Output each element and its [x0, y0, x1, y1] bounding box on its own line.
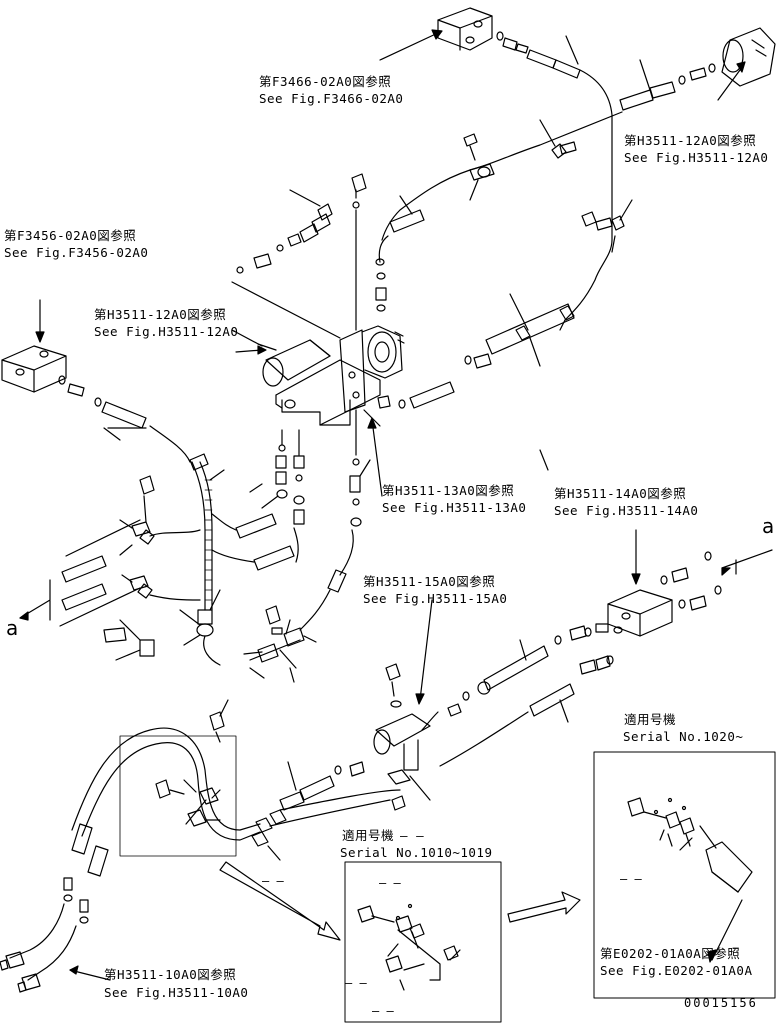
ref-label-h3511-14-en: See Fig.H3511-14A0 [554, 503, 698, 518]
marker-a-right: a [762, 514, 775, 538]
ref-label-h3511-10: 第H3511-10A0図参照 [104, 967, 236, 982]
ref-label-h3511-15: 第H3511-15A0図参照 [363, 574, 495, 589]
ref-label-h3511-13: 第H3511-13A0図参照 [382, 483, 514, 498]
ref-jp: 第H3511-15A0図参照 [363, 574, 496, 589]
ref-label-h3511-12-top: 第H3511-12A0図参照 [624, 133, 756, 148]
marker-a-left: a [6, 616, 19, 640]
valve-block-left [1, 345, 67, 393]
ref-label-h3511-10-en: See Fig.H3511-10A0 [104, 985, 248, 1000]
inset-serial-1010 [344, 861, 502, 1023]
valve-block-right [607, 589, 673, 637]
ref-jp: 第H3511-12A0図参照 [94, 307, 227, 322]
dash-mark: – – [372, 1004, 394, 1018]
ref-label-h3511-14: 第H3511-14A0図参照 [554, 486, 686, 501]
ref-jp: 第H3511-13A0図参照 [382, 483, 515, 498]
dash-mark: – – [262, 874, 284, 888]
ref-en: See Fig.H3511-15A0 [363, 591, 508, 606]
ref-label-e0202-en: See Fig.E0202-01A0A [600, 963, 753, 978]
ref-jp: 第H3511-10A0図参照 [104, 967, 237, 982]
ref-label-h3511-13-en: See Fig.H3511-13A0 [382, 500, 526, 515]
ref-jp: 第E0202-01A0A図参照 [600, 946, 741, 961]
serial-label-1-en: Serial No.1010~1019 [340, 845, 493, 860]
dash-mark: – – [620, 872, 642, 886]
ref-label-f3466-en: See Fig.F3466-02A0 [259, 91, 403, 106]
ref-en: See Fig.H3511-12A0 [94, 324, 239, 339]
dash-mark: – – [345, 976, 367, 990]
ref-en: See Fig.E0202-01A0A [600, 963, 753, 978]
ref-en: See Fig.F3456-02A0 [4, 245, 149, 260]
serial-label-2-jp: 適用号機 [624, 712, 676, 727]
dash-mark: – – [400, 828, 425, 843]
ref-en: See Fig.H3511-10A0 [104, 985, 249, 1000]
main-valve-assembly [262, 325, 405, 426]
ref-label-h3511-12-mid-en: See Fig.H3511-12A0 [94, 324, 238, 339]
ref-jp: 第H3511-14A0図参照 [554, 486, 687, 501]
ref-label-h3511-12-mid: 第H3511-12A0図参照 [94, 307, 226, 322]
ref-label-f3456-en: See Fig.F3456-02A0 [4, 245, 148, 260]
serial-jp: 適用号機 [624, 712, 677, 727]
ref-jp: 第F3466-02A0図参照 [259, 74, 392, 89]
serial-label-2-en: Serial No.1020~ [623, 729, 743, 744]
serial-jp: 適用号機 [342, 828, 395, 843]
ref-en: See Fig.H3511-14A0 [554, 503, 699, 518]
ref-jp: 第F3456-02A0図参照 [4, 228, 137, 243]
solenoid-lower [373, 599, 433, 811]
ref-label-h3511-12-top-en: See Fig.H3511-12A0 [624, 150, 768, 165]
ref-label-f3466: 第F3466-02A0図参照 [259, 74, 391, 89]
serial-en: Serial No.1010~1019 [340, 845, 493, 860]
valve-block-top [437, 7, 493, 51]
ref-jp: 第H3511-12A0図参照 [624, 133, 757, 148]
ref-en: See Fig.F3466-02A0 [259, 91, 404, 106]
ref-label-h3511-15-en: See Fig.H3511-15A0 [363, 591, 507, 606]
ref-label-e0202: 第E0202-01A0A図参照 [600, 946, 740, 961]
ref-label-f3456: 第F3456-02A0図参照 [4, 228, 136, 243]
dash-mark: – – [379, 876, 401, 890]
serial-label-1-jp: 適用号機 – – [342, 828, 424, 843]
serial-en: Serial No.1020~ [623, 729, 744, 744]
ref-en: See Fig.H3511-13A0 [382, 500, 527, 515]
drawing-number: 00015156 [684, 996, 758, 1010]
inset-serial-1020 [593, 751, 776, 999]
ref-en: See Fig.H3511-12A0 [624, 150, 769, 165]
solenoid-top-right [721, 27, 776, 87]
